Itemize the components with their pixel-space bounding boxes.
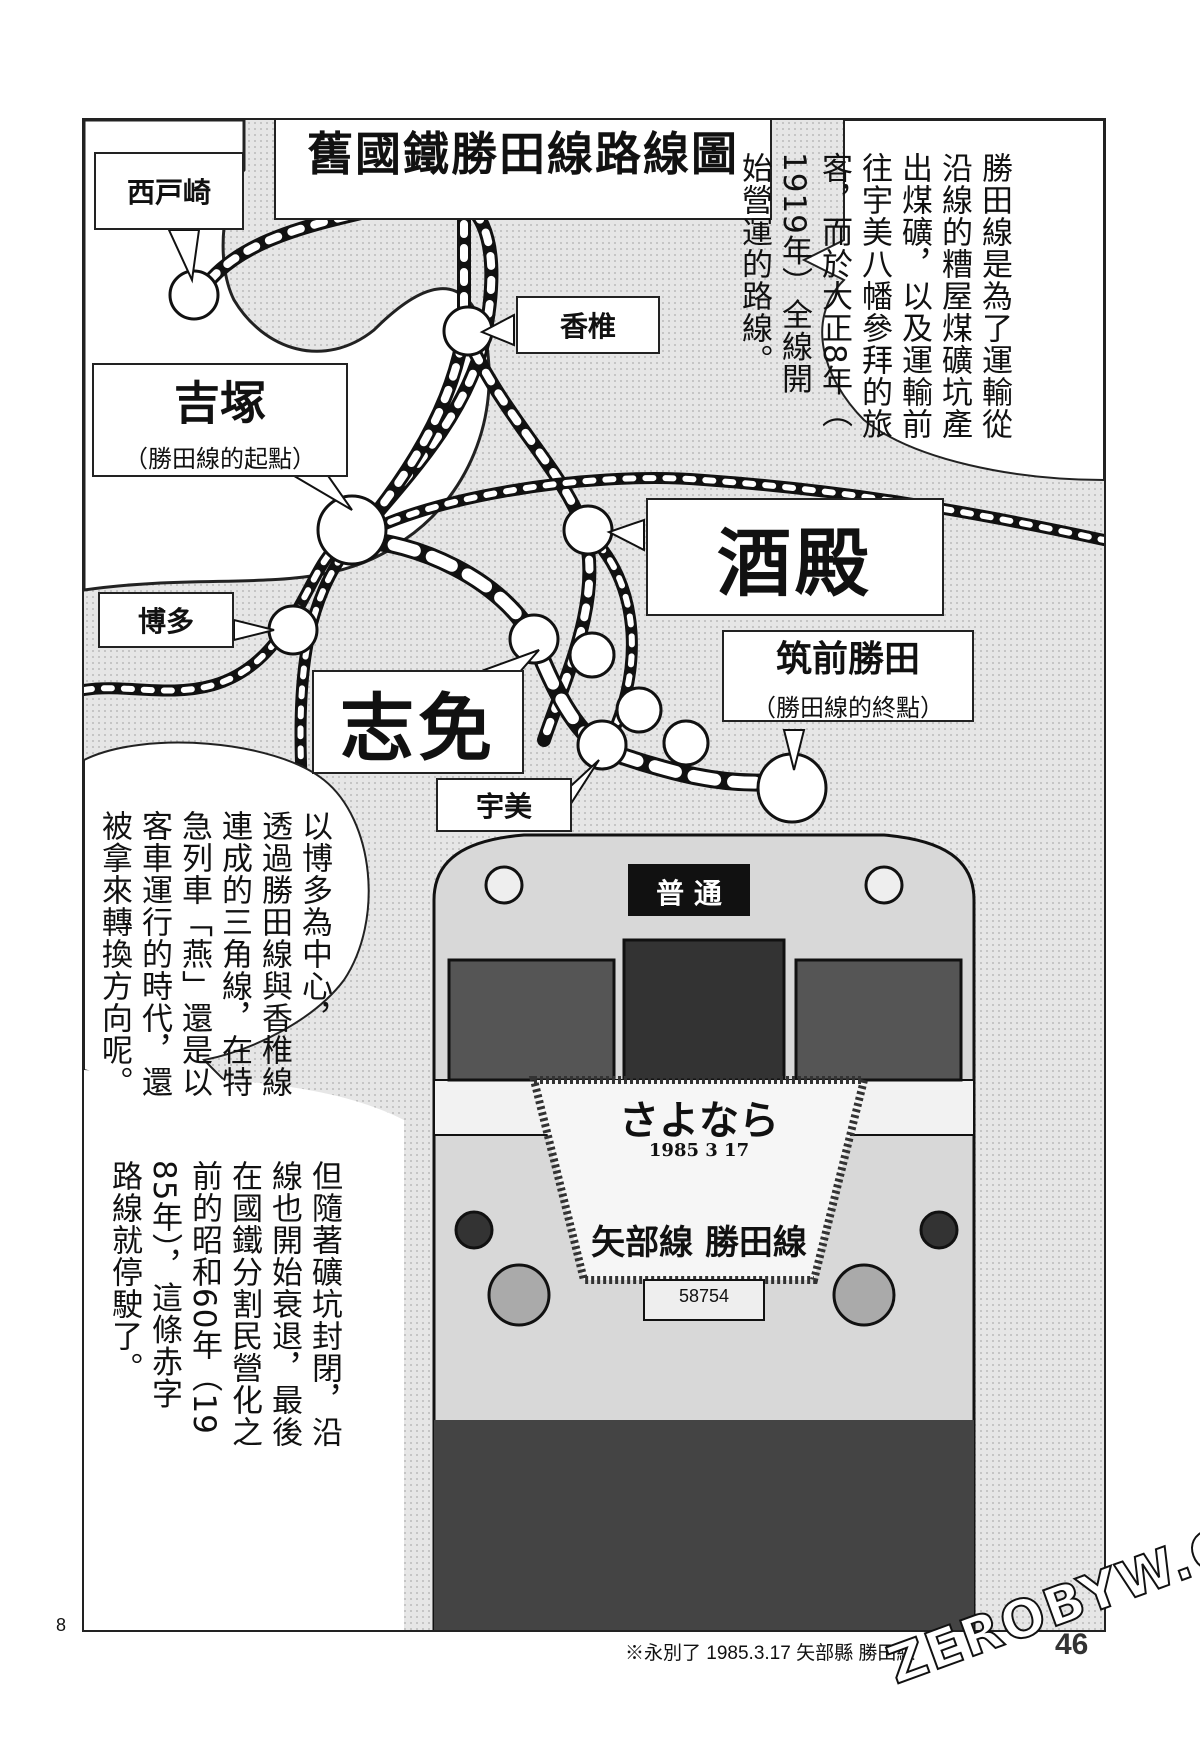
station-name-yoshizuka: 吉塚 xyxy=(174,375,266,430)
station-marker-hakata xyxy=(267,604,319,656)
page-number-left: 8 xyxy=(56,1615,67,1635)
narration-bottom: 但隨著礦坑封閉，沿 線也開始衰退，最後 在國鐵分割民營化之 前的昭和60年（19… xyxy=(106,1160,342,1448)
train-illustration xyxy=(432,833,976,1630)
headboard-sayonara: さよなら xyxy=(619,1097,779,1144)
station-marker-shime xyxy=(508,613,560,665)
station-label-chikuzen-katsuta: 筑前勝田 （勝田線的終點） xyxy=(722,630,974,722)
pointer-kashii xyxy=(479,313,515,347)
bubble-left-middle xyxy=(84,741,370,1122)
headboard-date: 1985 3 17 xyxy=(648,1140,750,1161)
station-label-sakado: 酒殿 xyxy=(646,498,944,616)
station-marker-umi-north xyxy=(615,686,663,734)
train-window-left xyxy=(447,958,616,1082)
rail-kagoshima-line-dash xyxy=(84,475,1104,694)
train-destination-sign xyxy=(628,864,750,916)
station-note-yoshizuka: （勝田線的起點） xyxy=(124,444,316,473)
train-window-center xyxy=(622,938,786,1082)
bubble-top-right xyxy=(801,120,1104,482)
pointer-chikuzen-katsuta xyxy=(782,729,806,771)
station-marker-yoshizuka xyxy=(316,494,388,566)
station-marker-nishitozaki xyxy=(168,269,220,321)
station-label-yoshizuka: 吉塚 （勝田線的起點） xyxy=(92,363,348,477)
pointer-sakado xyxy=(606,518,645,552)
narration-top: 勝田線是為了運輸從 沿線的糟屋煤礦坑產 出煤礦，以及運輸前 往宇美八幡參拜的旅 … xyxy=(736,152,1012,440)
train-window-right xyxy=(794,958,963,1082)
station-marker-sakado xyxy=(562,504,614,556)
map-title: 舊國鐵勝田線路線圖 xyxy=(274,120,772,220)
train-car-number: 58754 xyxy=(678,1286,730,1306)
pointer-hakata xyxy=(233,618,275,642)
bubble-left-bottom xyxy=(84,1070,404,1630)
headboard-lines: 矢部線 勝田線 xyxy=(591,1223,807,1263)
route-map-illustration xyxy=(84,120,1104,1630)
station-label-shime: 志免 xyxy=(312,670,524,774)
train-coupler-area xyxy=(434,1420,974,1630)
train-headboard xyxy=(528,1076,870,1284)
rail-sasaguri-line-dash xyxy=(581,527,635,753)
station-marker-umi-east xyxy=(662,719,710,767)
train-grille-right xyxy=(832,1263,896,1327)
station-label-hakata: 博多 xyxy=(98,592,234,648)
pointer-nishitozaki xyxy=(167,229,201,284)
train-destination-text: 普 通 xyxy=(656,877,722,910)
rail-saitozaki-line-dash xyxy=(192,192,496,544)
train-number-plate xyxy=(643,1279,765,1321)
rail-katsuta-line-dash xyxy=(348,534,800,789)
train-lamp-right xyxy=(919,1210,959,1250)
photo-caption: ※永別了 1985.3.17 矢部縣 勝田線 xyxy=(625,1643,916,1664)
station-note-chikuzen-katsuta: （勝田線的終點） xyxy=(752,693,944,722)
train-headlight-left xyxy=(484,865,524,905)
page-number-right: 46 xyxy=(1055,1628,1089,1661)
train-lamp-left xyxy=(454,1210,494,1250)
station-marker-umi xyxy=(576,719,628,771)
station-label-kashii: 香椎 xyxy=(516,296,660,354)
train-headlight-right xyxy=(864,865,904,905)
station-label-umi: 宇美 xyxy=(436,778,572,832)
narration-middle: 以博多為中心， 透過勝田線與香椎線 連成的三角線，在特 急列車「燕」還是以 客車… xyxy=(96,810,332,1098)
train-grille-left xyxy=(487,1263,551,1327)
station-label-nishitozaki: 西戸崎 xyxy=(94,152,244,230)
manga-panel: 舊國鐵勝田線路線圖 西戸崎 香椎 吉塚 （勝田線的起點） 酒殿 博多 志免 筑前… xyxy=(82,118,1106,1632)
station-marker-shime-2 xyxy=(568,631,616,679)
station-name-chikuzen-katsuta: 筑前勝田 xyxy=(775,638,920,680)
